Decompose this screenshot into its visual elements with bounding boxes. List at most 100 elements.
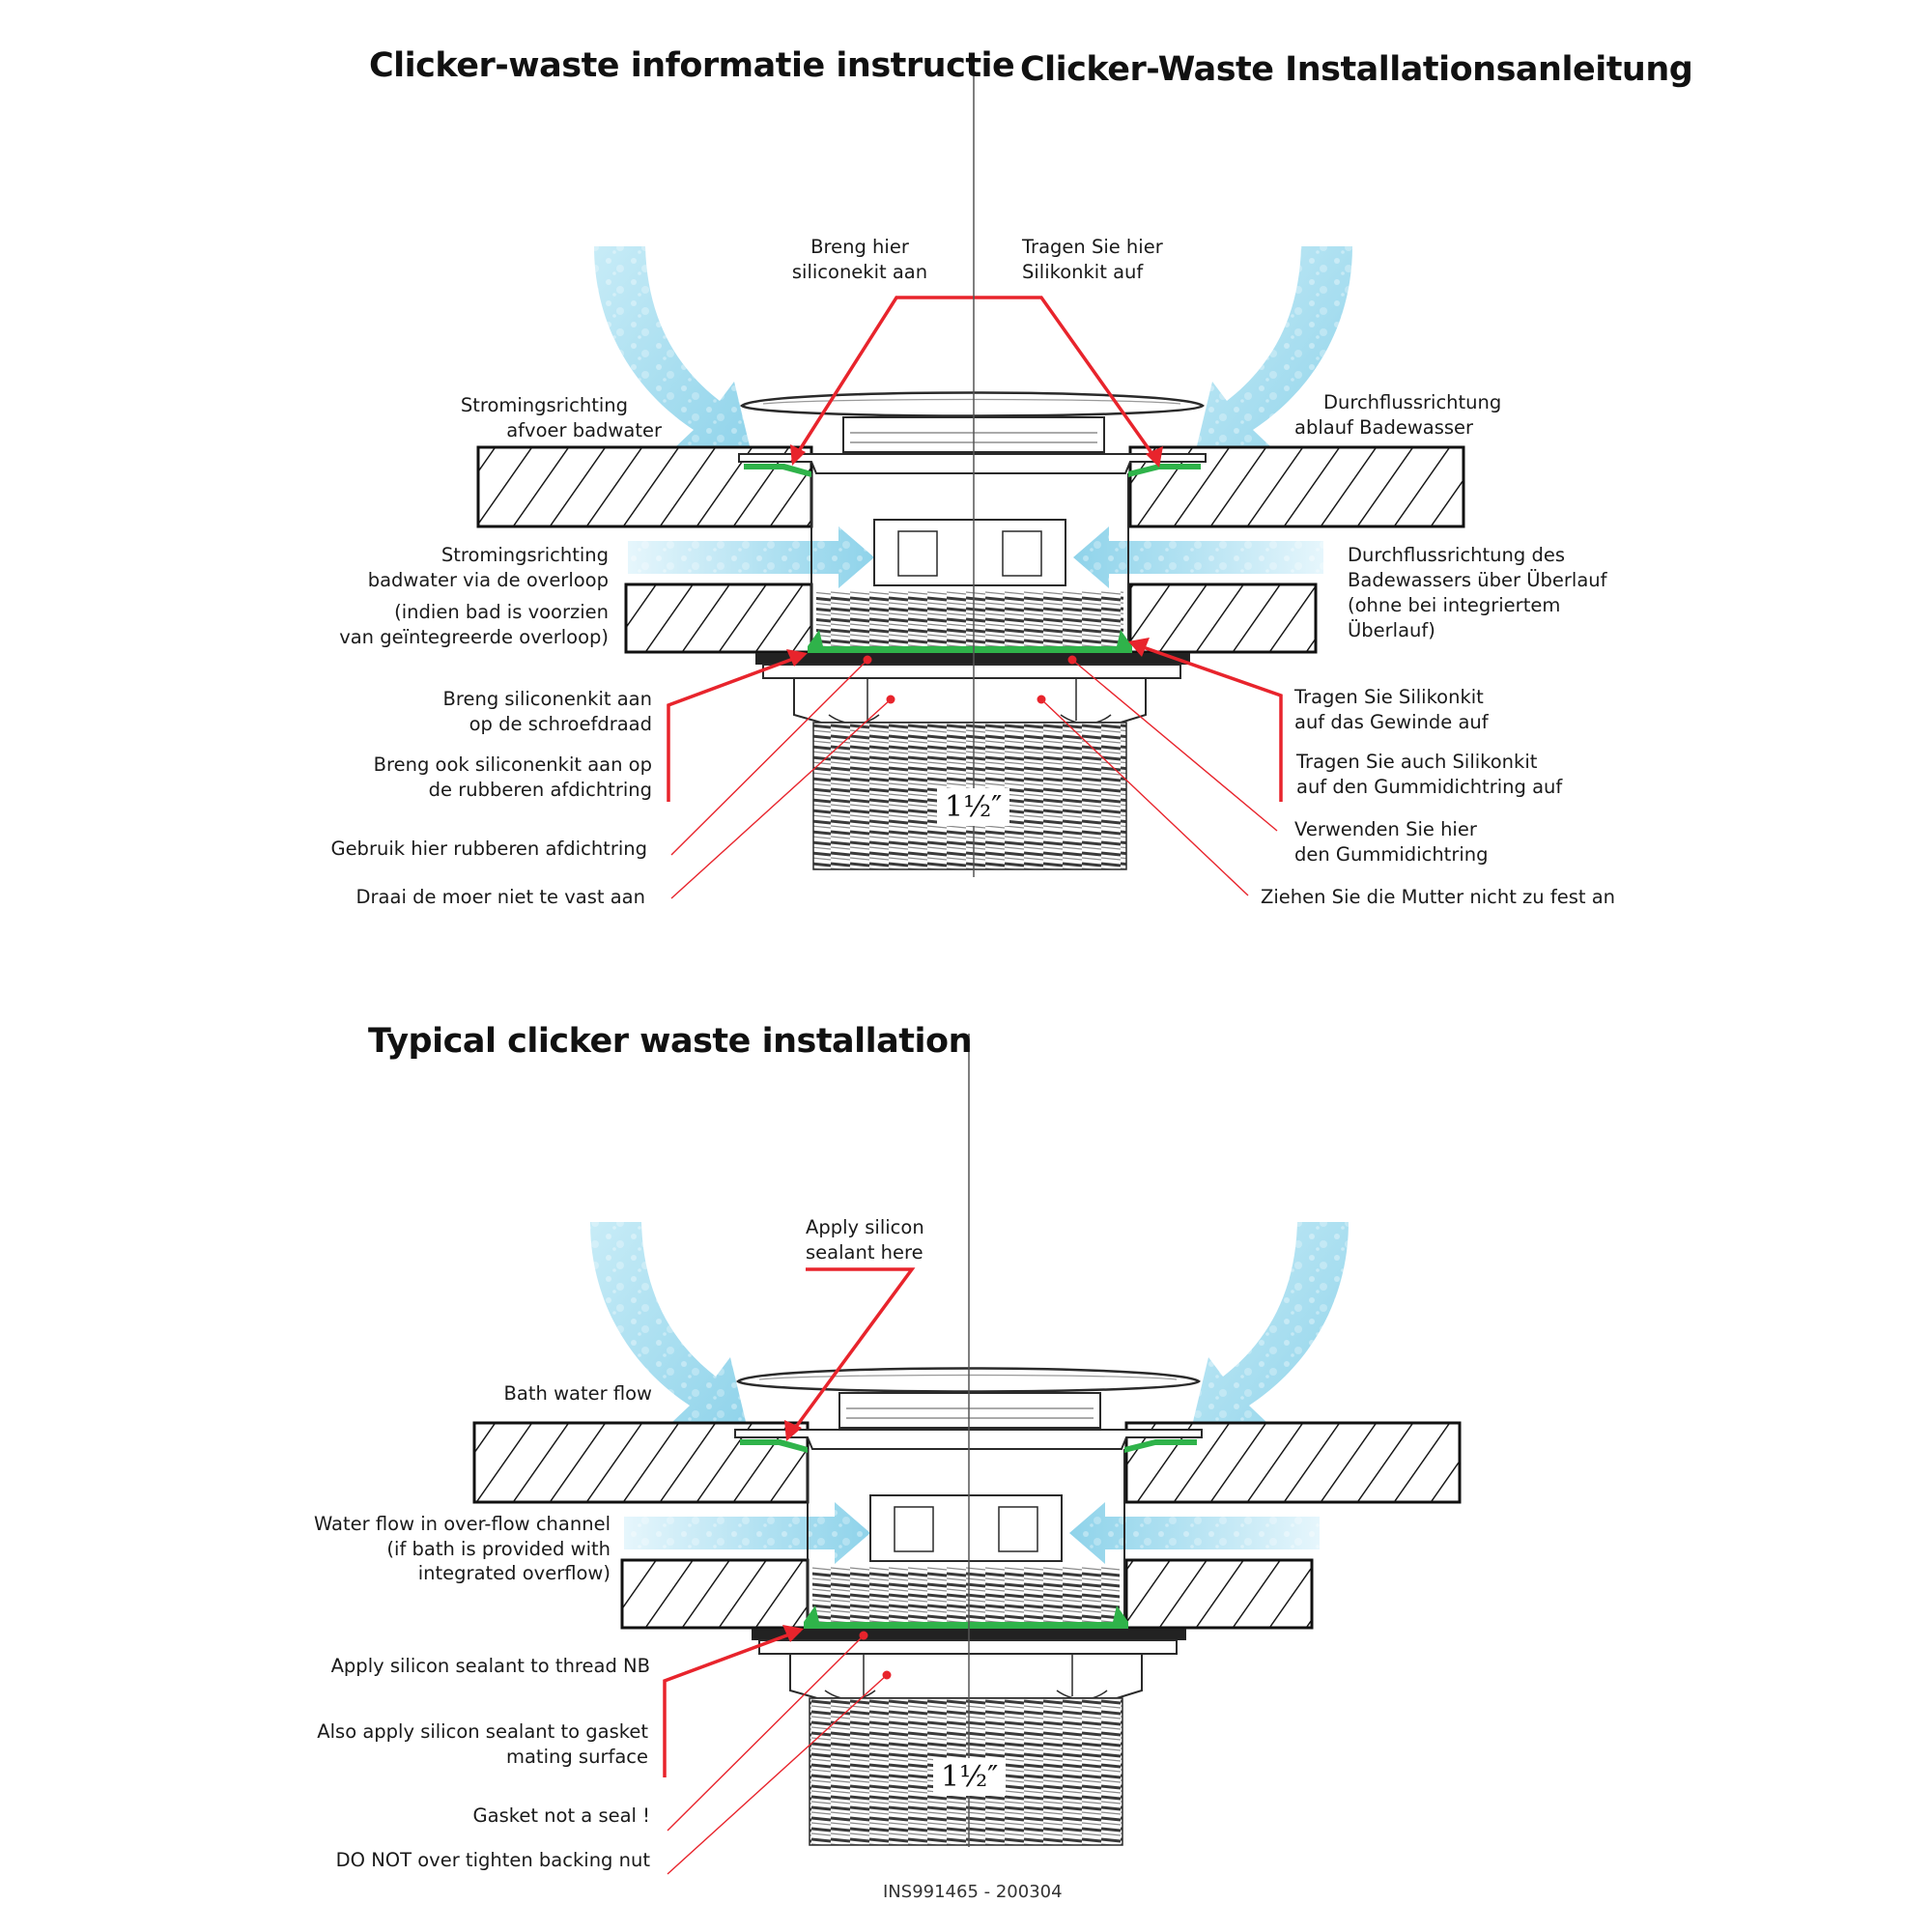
- spindle-slot: [897, 530, 938, 577]
- leader-dot: [859, 1631, 868, 1640]
- leader-dot: [1067, 655, 1077, 665]
- label-line: (indien bad is voorzien: [394, 601, 609, 623]
- label-line: Breng hier: [810, 236, 909, 258]
- document-code: INS991465 - 200304: [883, 1882, 1063, 1902]
- label-de-flow-drain: Durchflussrichtung ablauf Badewasser: [1294, 390, 1546, 440]
- title-dutch: Clicker-waste informatie instructie: [369, 46, 1015, 85]
- leader-gasket: [667, 1634, 865, 1832]
- label-line: badwater via de overloop: [367, 568, 609, 591]
- title-german: Clicker-Waste Installationsanleitung: [1020, 50, 1693, 89]
- label-line: Breng ook siliconenkit aan op: [373, 753, 652, 776]
- callout-arrowhead: [790, 444, 806, 466]
- water-bubbles: [594, 246, 752, 454]
- label-line: Tragen Sie hier: [1022, 236, 1163, 258]
- leader-nut: [670, 698, 892, 899]
- overflow-wall-section: [1124, 1558, 1314, 1630]
- leader-gasket: [670, 659, 868, 856]
- metal-washer: [758, 1639, 1178, 1655]
- label-line: auf den Gummidichtring auf: [1296, 775, 1563, 798]
- spindle-slot: [1002, 530, 1042, 577]
- label-line: mating surface: [505, 1745, 648, 1768]
- water-bubbles: [1073, 526, 1323, 588]
- callout-arrowhead: [1128, 638, 1150, 657]
- label-line: (ohne bei integriertem: [1348, 594, 1561, 616]
- label-line: sealant here: [806, 1240, 923, 1264]
- label-nl-thread: Breng siliconenkit aan op de schroefdraa…: [338, 687, 653, 736]
- sealant-top-right: [1128, 464, 1201, 477]
- label-line: Durchflussrichtung: [1323, 391, 1502, 413]
- label-line: siliconekit aan: [791, 260, 928, 283]
- backing-nut-icon: [789, 1653, 1143, 1699]
- label-line: auf das Gewinde auf: [1294, 710, 1489, 733]
- callout-line-thread: [663, 1629, 801, 1777]
- label-line: Überlauf): [1348, 618, 1435, 641]
- sealant-gasket: [804, 1622, 1128, 1629]
- callout-line-thread: [1131, 641, 1283, 802]
- label-en-gasket: Gasket not a seal !: [472, 1804, 650, 1827]
- label-nl-use-gasket: Gebruik hier rubberen afdichtring: [330, 838, 647, 860]
- label-de-apply-here: Tragen Sie hier Silikonkit auf: [1022, 235, 1215, 284]
- callout-arrowhead: [786, 649, 808, 667]
- water-bubbles: [624, 1502, 870, 1564]
- label-line: Durchflussrichtung des: [1348, 544, 1565, 566]
- overflow-wall-section: [624, 582, 813, 654]
- label-en-nut: DO NOT over tighten backing nut: [335, 1849, 650, 1871]
- overflow-wall-section: [1128, 582, 1318, 654]
- water-bubbles: [1191, 1222, 1349, 1430]
- label-line: afvoer badwater: [506, 418, 662, 441]
- label-line: (if bath is provided with: [386, 1537, 611, 1560]
- label-nl-overflow-note: (indien bad is voorzien van geïntegreerd…: [290, 600, 609, 649]
- sealant-top-left: [740, 1439, 808, 1453]
- label-line: Tragen Sie auch Silikonkit: [1296, 751, 1538, 773]
- leader-nut: [667, 1674, 888, 1875]
- label-en-thread: Apply silicon sealant to thread NB: [330, 1655, 650, 1677]
- label-de-gasket-surface: Tragen Sie auch Silikonkit auf den Gummi…: [1296, 750, 1586, 799]
- leader-nut: [1040, 698, 1249, 896]
- callout-line-apply-here: [790, 296, 1161, 466]
- label-line: integrated overflow): [417, 1562, 611, 1585]
- water-bubbles: [628, 526, 874, 588]
- label-line: van geïntegreerde overloop): [339, 625, 609, 648]
- sealant-thread-right: [1117, 630, 1132, 646]
- size-label-top: 1½″: [937, 788, 1010, 826]
- flange-ring: [738, 453, 1207, 474]
- label-de-thread: Tragen Sie Silikonkit auf das Gewinde au…: [1294, 685, 1584, 734]
- callout-line-apply-here: [786, 1267, 916, 1439]
- sealant-thread-right: [1113, 1605, 1128, 1622]
- cap-stem: [838, 1392, 1101, 1429]
- label-line: op de schroefdraad: [469, 712, 652, 735]
- label-nl-flow-overflow: Stromingsrichting badwater via de overlo…: [290, 543, 609, 592]
- bath-wall-section: [1124, 1421, 1462, 1504]
- size-label-bottom: 1½″: [933, 1758, 1007, 1796]
- sealant-top-right: [1124, 1439, 1197, 1453]
- label-nl-flow-drain: Stromingsrichting afvoer badwater: [367, 393, 662, 442]
- label-en-gasket-surface: Also apply silicon sealant to gasket mat…: [290, 1719, 648, 1769]
- callout-line-thread: [667, 653, 805, 802]
- label-de-nut: Ziehen Sie die Mutter nicht zu fest an: [1261, 886, 1616, 908]
- backing-nut-icon: [793, 677, 1147, 724]
- title-english: Typical clicker waste installation: [368, 1022, 972, 1061]
- thread-body-icon: [812, 1567, 1120, 1633]
- top-assembly: [476, 246, 1465, 899]
- water-bubbles: [1195, 246, 1352, 454]
- label-line: Apply silicon: [806, 1216, 924, 1238]
- label-en-apply-here: Apply silicon sealant here: [806, 1215, 999, 1264]
- sealant-top-left: [744, 464, 811, 477]
- label-line: den Gummidichtring: [1294, 842, 1489, 866]
- leader-dot: [863, 655, 872, 665]
- label-nl-nut: Draai de moer niet te vast aan: [355, 886, 645, 908]
- thread-body-icon: [816, 591, 1123, 657]
- label-de-use-gasket: Verwenden Sie hier den Gummidichtring: [1294, 817, 1584, 867]
- label-line: Breng siliconenkit aan: [442, 688, 653, 710]
- sealant-thread-left: [804, 1605, 819, 1622]
- label-nl-apply-here: Breng hier siliconekit aan: [773, 235, 947, 284]
- leader-dot: [882, 1670, 892, 1680]
- label-en-bath-flow: Bath water flow: [503, 1382, 652, 1405]
- label-line: de rubberen afdichtring: [428, 778, 652, 801]
- leader-dot: [886, 695, 895, 704]
- metal-washer: [762, 664, 1181, 679]
- leader-gasket: [1071, 659, 1278, 832]
- overflow-wall-section: [620, 1558, 810, 1630]
- leader-dot: [1037, 695, 1046, 704]
- label-nl-gasket-surface: Breng ook siliconenkit aan op de rubbere…: [319, 753, 652, 802]
